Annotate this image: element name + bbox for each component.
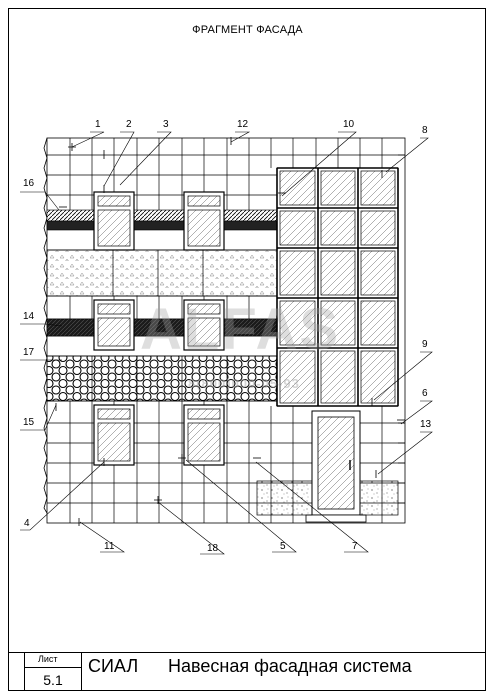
callout-9: 9 (422, 339, 428, 350)
sheet-number: 5.1 (24, 667, 82, 691)
callout-18: 18 (207, 543, 219, 554)
band-upper-hatched (46, 209, 278, 222)
watermark-brand: ALFAS (140, 297, 341, 362)
callout-15: 15 (23, 417, 35, 428)
window (183, 191, 225, 251)
callout-3: 3 (163, 119, 169, 130)
watermark-phone: 8(800)000-05-93 (188, 376, 300, 391)
callout-10: 10 (343, 119, 355, 130)
callout-5: 5 (280, 541, 286, 552)
callout-12: 12 (237, 119, 249, 130)
curtain-wall-pane (360, 300, 396, 346)
band-perforated-panels (46, 355, 278, 402)
curtain-wall-pane (360, 210, 396, 246)
curtain-wall-pane (279, 300, 316, 346)
callout-17: 17 (23, 347, 35, 358)
window (93, 404, 135, 466)
curtain-wall (276, 167, 399, 407)
sheet-label: Лист (38, 654, 58, 664)
callout-2: 2 (126, 119, 132, 130)
curtain-wall-pane (320, 250, 356, 296)
curtain-wall-pane (360, 170, 396, 206)
title-block-divider (8, 652, 486, 653)
band-upper-dark (46, 220, 278, 231)
curtain-wall-pane (360, 250, 396, 296)
plinth-stone-left (256, 480, 313, 516)
curtain-wall-pane (320, 350, 356, 404)
drawing-title: ФРАГМЕНТ ФАСАДА (192, 24, 303, 36)
callout-16: 16 (23, 178, 35, 189)
leader-lines (20, 131, 433, 555)
sheet-box (24, 652, 82, 691)
callout-11: 11 (104, 541, 115, 552)
curtain-wall-pane (320, 300, 356, 346)
curtain-wall-pane (279, 210, 316, 246)
curtain-wall-pane (360, 350, 396, 404)
entrance-door (305, 410, 367, 523)
title-block: Лист 5.1 СИАЛ Навесная фасадная система (8, 652, 486, 691)
curtain-wall-pane (279, 170, 316, 206)
callout-8: 8 (422, 125, 428, 136)
curtain-wall-pane (320, 170, 356, 206)
window (93, 191, 135, 251)
plinth-stone-right (359, 480, 399, 516)
window (93, 299, 135, 351)
window (183, 404, 225, 466)
curtain-wall-pane (320, 210, 356, 246)
windows-group (93, 191, 225, 466)
callout-7: 7 (352, 541, 358, 552)
callout-4: 4 (24, 518, 30, 529)
callout-1: 1 (95, 119, 101, 130)
fastener-markers (55, 137, 405, 526)
band-triangle-panels (46, 249, 278, 297)
drawing-frame (8, 8, 486, 691)
callout-6: 6 (422, 388, 428, 399)
callout-14: 14 (23, 311, 35, 322)
left-break-line (43, 137, 48, 514)
curtain-wall-pane (279, 350, 316, 404)
organization-name: СИАЛ (88, 656, 139, 676)
window (183, 299, 225, 351)
system-name: Навесная фасадная система (168, 656, 412, 676)
curtain-wall-pane (279, 250, 316, 296)
callout-13: 13 (420, 419, 432, 430)
